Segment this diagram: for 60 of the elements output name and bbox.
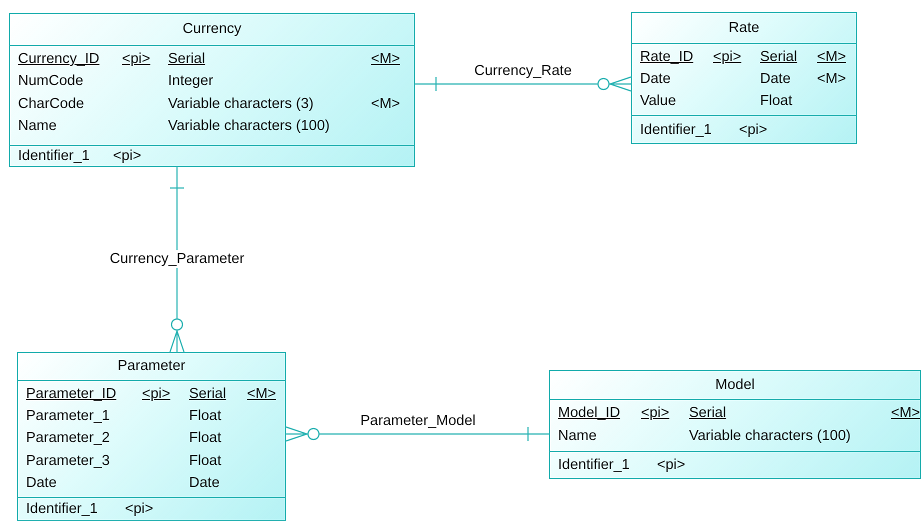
identifier-name: Identifier_1 [26,500,98,518]
identifier-name: Identifier_1 [558,456,630,474]
edge-label: Parameter_Model [359,412,477,430]
attribute-name: Parameter_2 [26,429,110,448]
data-type: Serial [168,50,206,68]
relationship-line [415,76,632,92]
key-tag: <pi> [739,120,768,138]
attribute-name: Parameter_ID [26,385,116,403]
data-type: Variable characters (3) [168,94,314,113]
entity-title: Currency [182,20,242,38]
data-type: Serial [689,404,726,422]
relationship-line [169,167,185,353]
key-tag: <pi> [113,147,142,165]
data-type: Variable characters (100) [689,426,851,445]
mandatory-tag: <M> [817,70,846,88]
attribute-name: Parameter_1 [26,407,110,426]
attribute-name: NumCode [18,72,84,90]
relationship-line [285,426,549,442]
attribute-name: Rate_ID [640,48,694,66]
attribute-name: Date [26,474,57,492]
data-type: Variable characters (100) [168,117,330,136]
key-tag: <pi> [657,456,686,474]
attribute-name: Date [640,70,671,88]
identifier-name: Identifier_1 [640,120,712,138]
entity-title: Model [714,376,756,394]
entity-table [631,12,857,144]
attribute-name: Value [640,92,676,110]
attribute-name: Model_ID [558,404,620,422]
data-type: Serial [760,48,798,66]
attribute-name: Parameter_3 [26,452,110,470]
entity-title: Rate [728,18,760,36]
data-type: Serial [189,385,226,403]
data-type: Date [189,474,220,492]
entity-table [17,352,286,521]
data-type: Date [760,70,791,88]
attribute-name: CharCode [18,94,84,113]
key-tag: <pi> [125,500,154,518]
edge-label: Currency_Parameter [108,250,246,268]
data-type: Integer [168,72,214,90]
key-tag: <pi> [713,48,742,66]
attribute-name: Currency_ID [18,50,100,68]
mandatory-tag: <M> [817,48,846,66]
data-type: Float [189,429,222,448]
data-type: Float [189,452,222,470]
edge-label: Currency_Rate [473,62,573,80]
mandatory-tag: <M> [371,94,400,113]
entity-table [9,13,415,167]
mandatory-tag: <M> [371,50,400,68]
key-tag: <pi> [142,385,170,403]
data-type: Float [760,92,792,110]
mandatory-tag: <M> [247,385,276,403]
entity-title: Parameter [116,357,186,375]
key-tag: <pi> [122,50,150,68]
identifier-name: Identifier_1 [18,147,90,165]
key-tag: <pi> [641,404,670,422]
attribute-name: Name [18,117,57,136]
entity-table [549,370,921,479]
mandatory-tag: <M> [891,404,920,422]
data-type: Float [189,407,222,426]
attribute-name: Name [558,426,597,445]
